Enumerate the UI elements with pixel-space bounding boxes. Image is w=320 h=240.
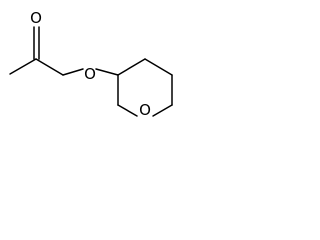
bond-ring-c2-c3: [117, 58, 146, 76]
bond-carbonyl-methylene: [35, 58, 64, 76]
bond-methyl-carbonyl: [9, 58, 37, 75]
bond-ring-c5-c6: [152, 104, 173, 117]
bond-ring-c3-c4: [144, 58, 173, 76]
chemical-structure-diagram: O O O: [9, 9, 173, 119]
bond-ring-c6-o: [117, 104, 138, 117]
ring-oxygen-label: O: [139, 101, 151, 119]
carbonyl-oxygen-label: O: [30, 9, 42, 27]
bond-ether-o-ring-c2: [95, 68, 119, 76]
bond-methylene-ether-o: [62, 68, 84, 76]
ether-oxygen-label: O: [84, 65, 96, 83]
